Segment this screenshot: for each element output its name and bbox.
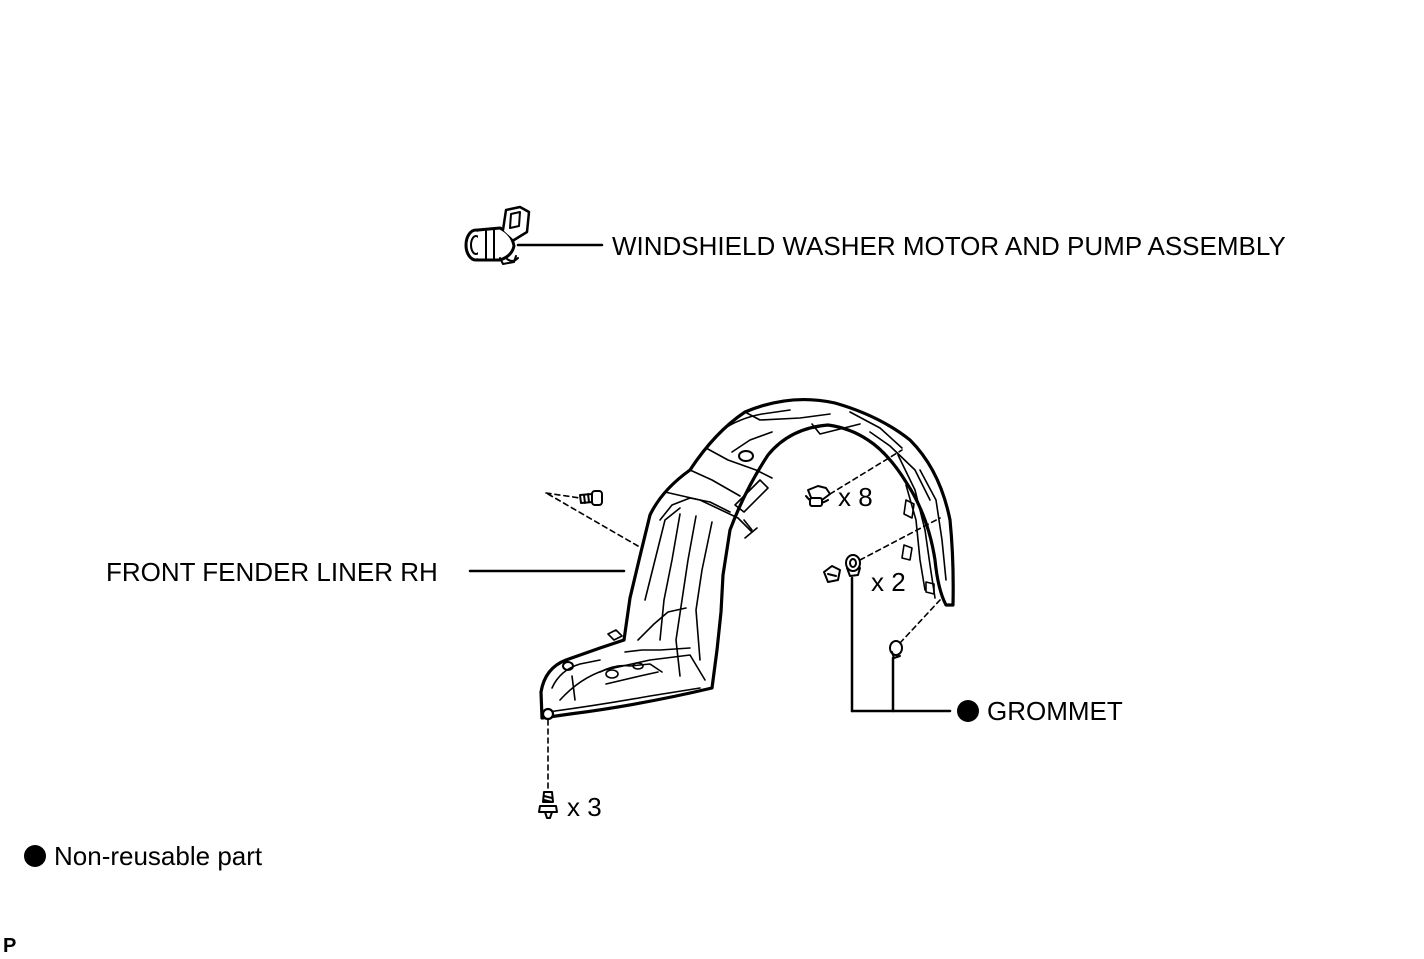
- grommet-icon: [845, 554, 861, 577]
- legend-dot-icon: [24, 845, 46, 867]
- fender-liner-drawing: [539, 398, 955, 721]
- fender-liner-label: FRONT FENDER LINER RH: [106, 557, 438, 587]
- non-reusable-dot-icon: [957, 700, 979, 722]
- washer-motor-label: WINDSHIELD WASHER MOTOR AND PUMP ASSEMBL…: [612, 231, 1286, 261]
- clip-icon-top: [805, 485, 831, 507]
- bolt-icon-bottom: [538, 791, 558, 819]
- dashed-guide-lower-screw: [899, 599, 941, 644]
- grommet-leader-bracket: [850, 576, 952, 713]
- clip-icon-middle: [823, 565, 841, 583]
- clip-quantity-label: x 8: [838, 482, 873, 512]
- grommet-quantity-label: x 2: [871, 567, 906, 597]
- legend-non-reusable-label: Non-reusable part: [54, 841, 263, 871]
- grommet-label: GROMMET: [987, 696, 1123, 726]
- dashed-guide-upper-left: [545, 492, 639, 547]
- bolt-quantity-label: x 3: [567, 792, 602, 822]
- dashed-guide-clip-top: [829, 449, 903, 495]
- dashed-guide-grommet: [859, 517, 941, 561]
- screw-icon-upper-left: [579, 490, 603, 506]
- corner-code: P: [3, 935, 17, 957]
- washer-motor-icon: [464, 205, 531, 265]
